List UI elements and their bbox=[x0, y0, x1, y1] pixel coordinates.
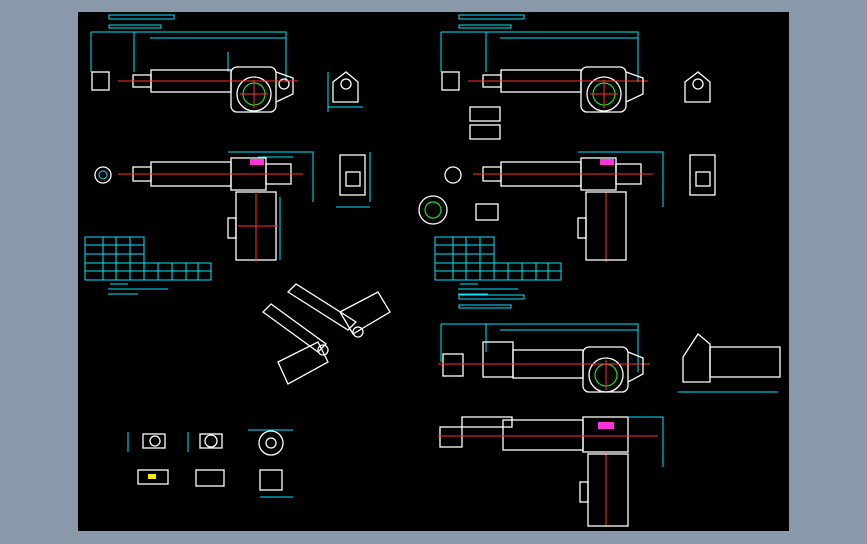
spec-table-2 bbox=[434, 236, 562, 295]
actuator-2-top-view bbox=[473, 151, 716, 262]
actuator-3-top-view bbox=[438, 416, 664, 527]
isometric-view bbox=[262, 283, 391, 385]
rod-end-details bbox=[127, 429, 293, 498]
cad-drawing-canvas[interactable] bbox=[78, 12, 789, 531]
cad-drawing bbox=[84, 14, 781, 527]
actuator-2-side-view bbox=[418, 31, 711, 225]
actuator-1-side-view bbox=[90, 31, 363, 113]
actuator-3-side-view bbox=[438, 323, 781, 393]
spec-table-1 bbox=[84, 236, 212, 295]
title-note-1 bbox=[108, 14, 525, 309]
actuator-1-top-view bbox=[94, 151, 371, 262]
